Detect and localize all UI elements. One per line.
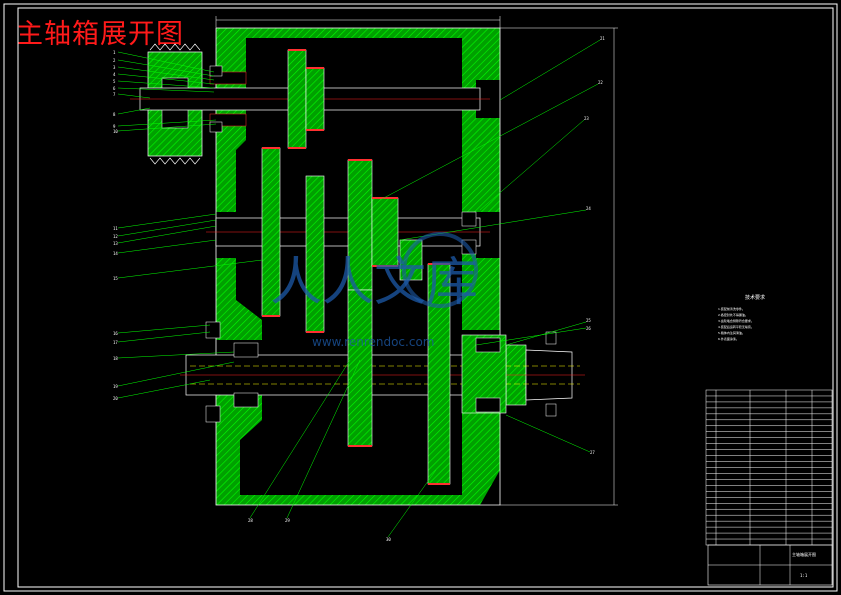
svg-text:1.装配前清洗零件。: 1.装配前清洗零件。	[718, 306, 745, 311]
svg-text:8: 8	[113, 112, 116, 117]
svg-text:22: 22	[598, 80, 603, 85]
technical-notes: 技术要求 1.装配前清洗零件。 2.各密封处不得漏油。 3.齿轮啮合侧隙符合要求…	[718, 294, 765, 341]
svg-text:1:1: 1:1	[800, 573, 808, 578]
svg-text:人人文库: 人人文库	[270, 253, 478, 313]
svg-text:2: 2	[113, 58, 116, 63]
title-block: 主轴箱展开图 1:1	[707, 544, 833, 586]
svg-text:3: 3	[113, 65, 116, 70]
gear-block-2	[261, 147, 423, 333]
svg-text:技术要求: 技术要求	[745, 294, 765, 301]
svg-text:18: 18	[113, 356, 118, 361]
svg-text:2.各密封处不得漏油。: 2.各密封处不得漏油。	[718, 312, 748, 317]
inner-border	[17, 7, 834, 588]
svg-text:23: 23	[584, 116, 589, 121]
outer-border	[3, 3, 838, 592]
svg-text:19: 19	[113, 384, 118, 389]
svg-text:10: 10	[113, 129, 118, 134]
svg-text:13: 13	[113, 241, 118, 246]
svg-text:15: 15	[113, 276, 118, 281]
svg-text:9: 9	[113, 124, 116, 129]
drawing-title: 主轴箱展开图	[16, 19, 184, 50]
svg-text:26: 26	[586, 326, 591, 331]
leader-lines-left	[117, 51, 263, 399]
svg-text:24: 24	[586, 206, 591, 211]
svg-text:主轴箱展开图: 主轴箱展开图	[792, 551, 816, 557]
bolts	[205, 65, 557, 423]
svg-text:7: 7	[113, 92, 116, 97]
svg-text:3.齿轮啮合侧隙符合要求。: 3.齿轮啮合侧隙符合要求。	[718, 318, 754, 323]
svg-text:4.装配后运转平稳无噪音。: 4.装配后运转平稳无噪音。	[718, 324, 754, 329]
svg-text:28: 28	[248, 518, 253, 523]
svg-text:6.外表面涂漆。: 6.外表面涂漆。	[718, 336, 739, 341]
svg-text:www.renrendoc.com: www.renrendoc.com	[312, 335, 434, 349]
svg-text:16: 16	[113, 331, 118, 336]
gear-block-1	[287, 49, 325, 149]
svg-text:29: 29	[285, 518, 290, 523]
svg-text:25: 25	[586, 318, 591, 323]
leader-lines-right	[249, 39, 601, 538]
overall-dimension	[215, 16, 501, 28]
svg-text:21: 21	[600, 36, 605, 41]
svg-text:11: 11	[113, 226, 118, 231]
svg-text:1: 1	[113, 50, 116, 55]
parts-list-table	[705, 389, 833, 546]
side-dimension	[500, 27, 618, 506]
svg-text:14: 14	[113, 251, 118, 256]
svg-text:6: 6	[113, 86, 116, 91]
watermark: 人人文库 www.renrendoc.com	[270, 232, 478, 349]
svg-text:20: 20	[113, 396, 118, 401]
svg-text:5.箱体内注润滑油。: 5.箱体内注润滑油。	[718, 330, 745, 335]
svg-text:12: 12	[113, 234, 118, 239]
bearings	[233, 211, 501, 413]
svg-text:27: 27	[590, 450, 595, 455]
main-spindle	[180, 344, 585, 406]
svg-text:4: 4	[113, 72, 116, 77]
svg-text:30: 30	[386, 537, 391, 542]
svg-text:17: 17	[113, 340, 118, 345]
svg-text:5: 5	[113, 79, 116, 84]
